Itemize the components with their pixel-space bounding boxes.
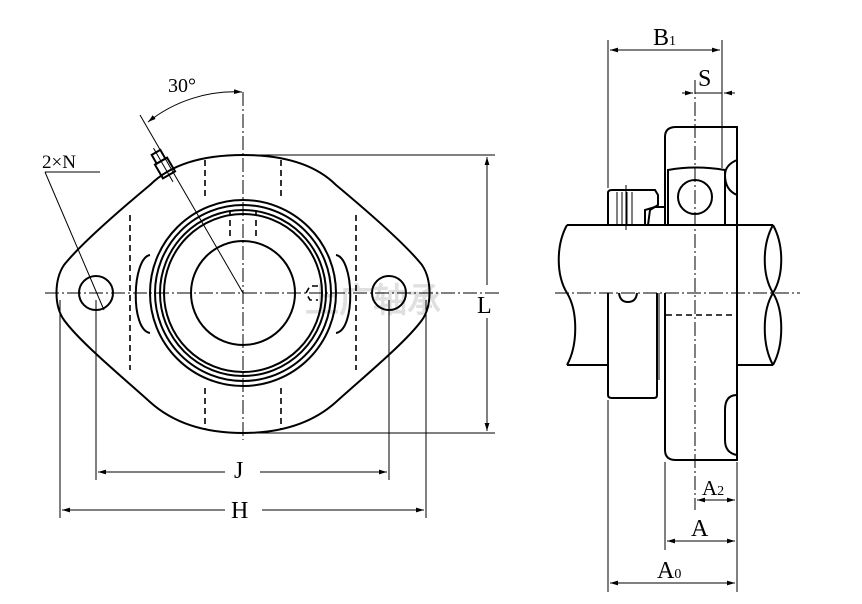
dimension-A0-main: A xyxy=(657,558,675,584)
left-lobe xyxy=(134,254,151,334)
grease-nipple-icon xyxy=(150,147,177,183)
bearing-section xyxy=(667,166,726,226)
front-view: 30° 2×N L J H 上广轴承 xyxy=(42,75,500,524)
housing-bore xyxy=(149,199,337,387)
dimension-L-label: L xyxy=(477,293,492,319)
dimension-J-label: J xyxy=(234,458,243,484)
shaft xyxy=(557,224,783,366)
dimension-A0-label: A0 xyxy=(657,558,681,584)
angle-leader xyxy=(139,114,244,294)
bearing-inner-ring xyxy=(163,213,323,373)
locking-collar xyxy=(607,189,659,226)
housing-recess xyxy=(723,159,738,196)
dimension-S-label: S xyxy=(698,66,711,92)
ball xyxy=(677,179,713,215)
holes-leader xyxy=(44,171,105,311)
collar-notch xyxy=(618,292,638,304)
set-screw-hidden xyxy=(305,285,318,301)
housing-recess xyxy=(724,394,738,456)
dimension-A2-sub: 2 xyxy=(717,484,724,499)
dimension-A2-main: A xyxy=(702,476,718,500)
angle-label: 30° xyxy=(168,75,196,97)
inner-ring-extension xyxy=(644,206,665,225)
dimension-H-label: H xyxy=(231,498,248,524)
locking-collar-lower xyxy=(607,293,658,399)
watermark: 上广轴承 xyxy=(305,281,441,321)
angle-arc xyxy=(147,89,243,123)
dimension-B1-sub: 1 xyxy=(669,34,676,49)
dimension-A2-label: A2 xyxy=(702,476,724,500)
dimension-B1-label: B1 xyxy=(653,25,676,51)
bearing-ring xyxy=(159,209,327,377)
side-view: B1 S A2 A A0 xyxy=(555,25,800,592)
housing-section xyxy=(664,126,738,461)
dimension-A-label: A xyxy=(691,516,709,542)
right-lobe xyxy=(335,254,352,334)
shaft-bore xyxy=(190,240,296,346)
dimension-A0-sub: 0 xyxy=(674,567,681,582)
holes-label: 2×N xyxy=(42,152,76,173)
set-screw-icon xyxy=(616,185,633,230)
dimension-B1-main: B xyxy=(653,25,669,51)
bearing-outer-ring xyxy=(154,204,332,382)
